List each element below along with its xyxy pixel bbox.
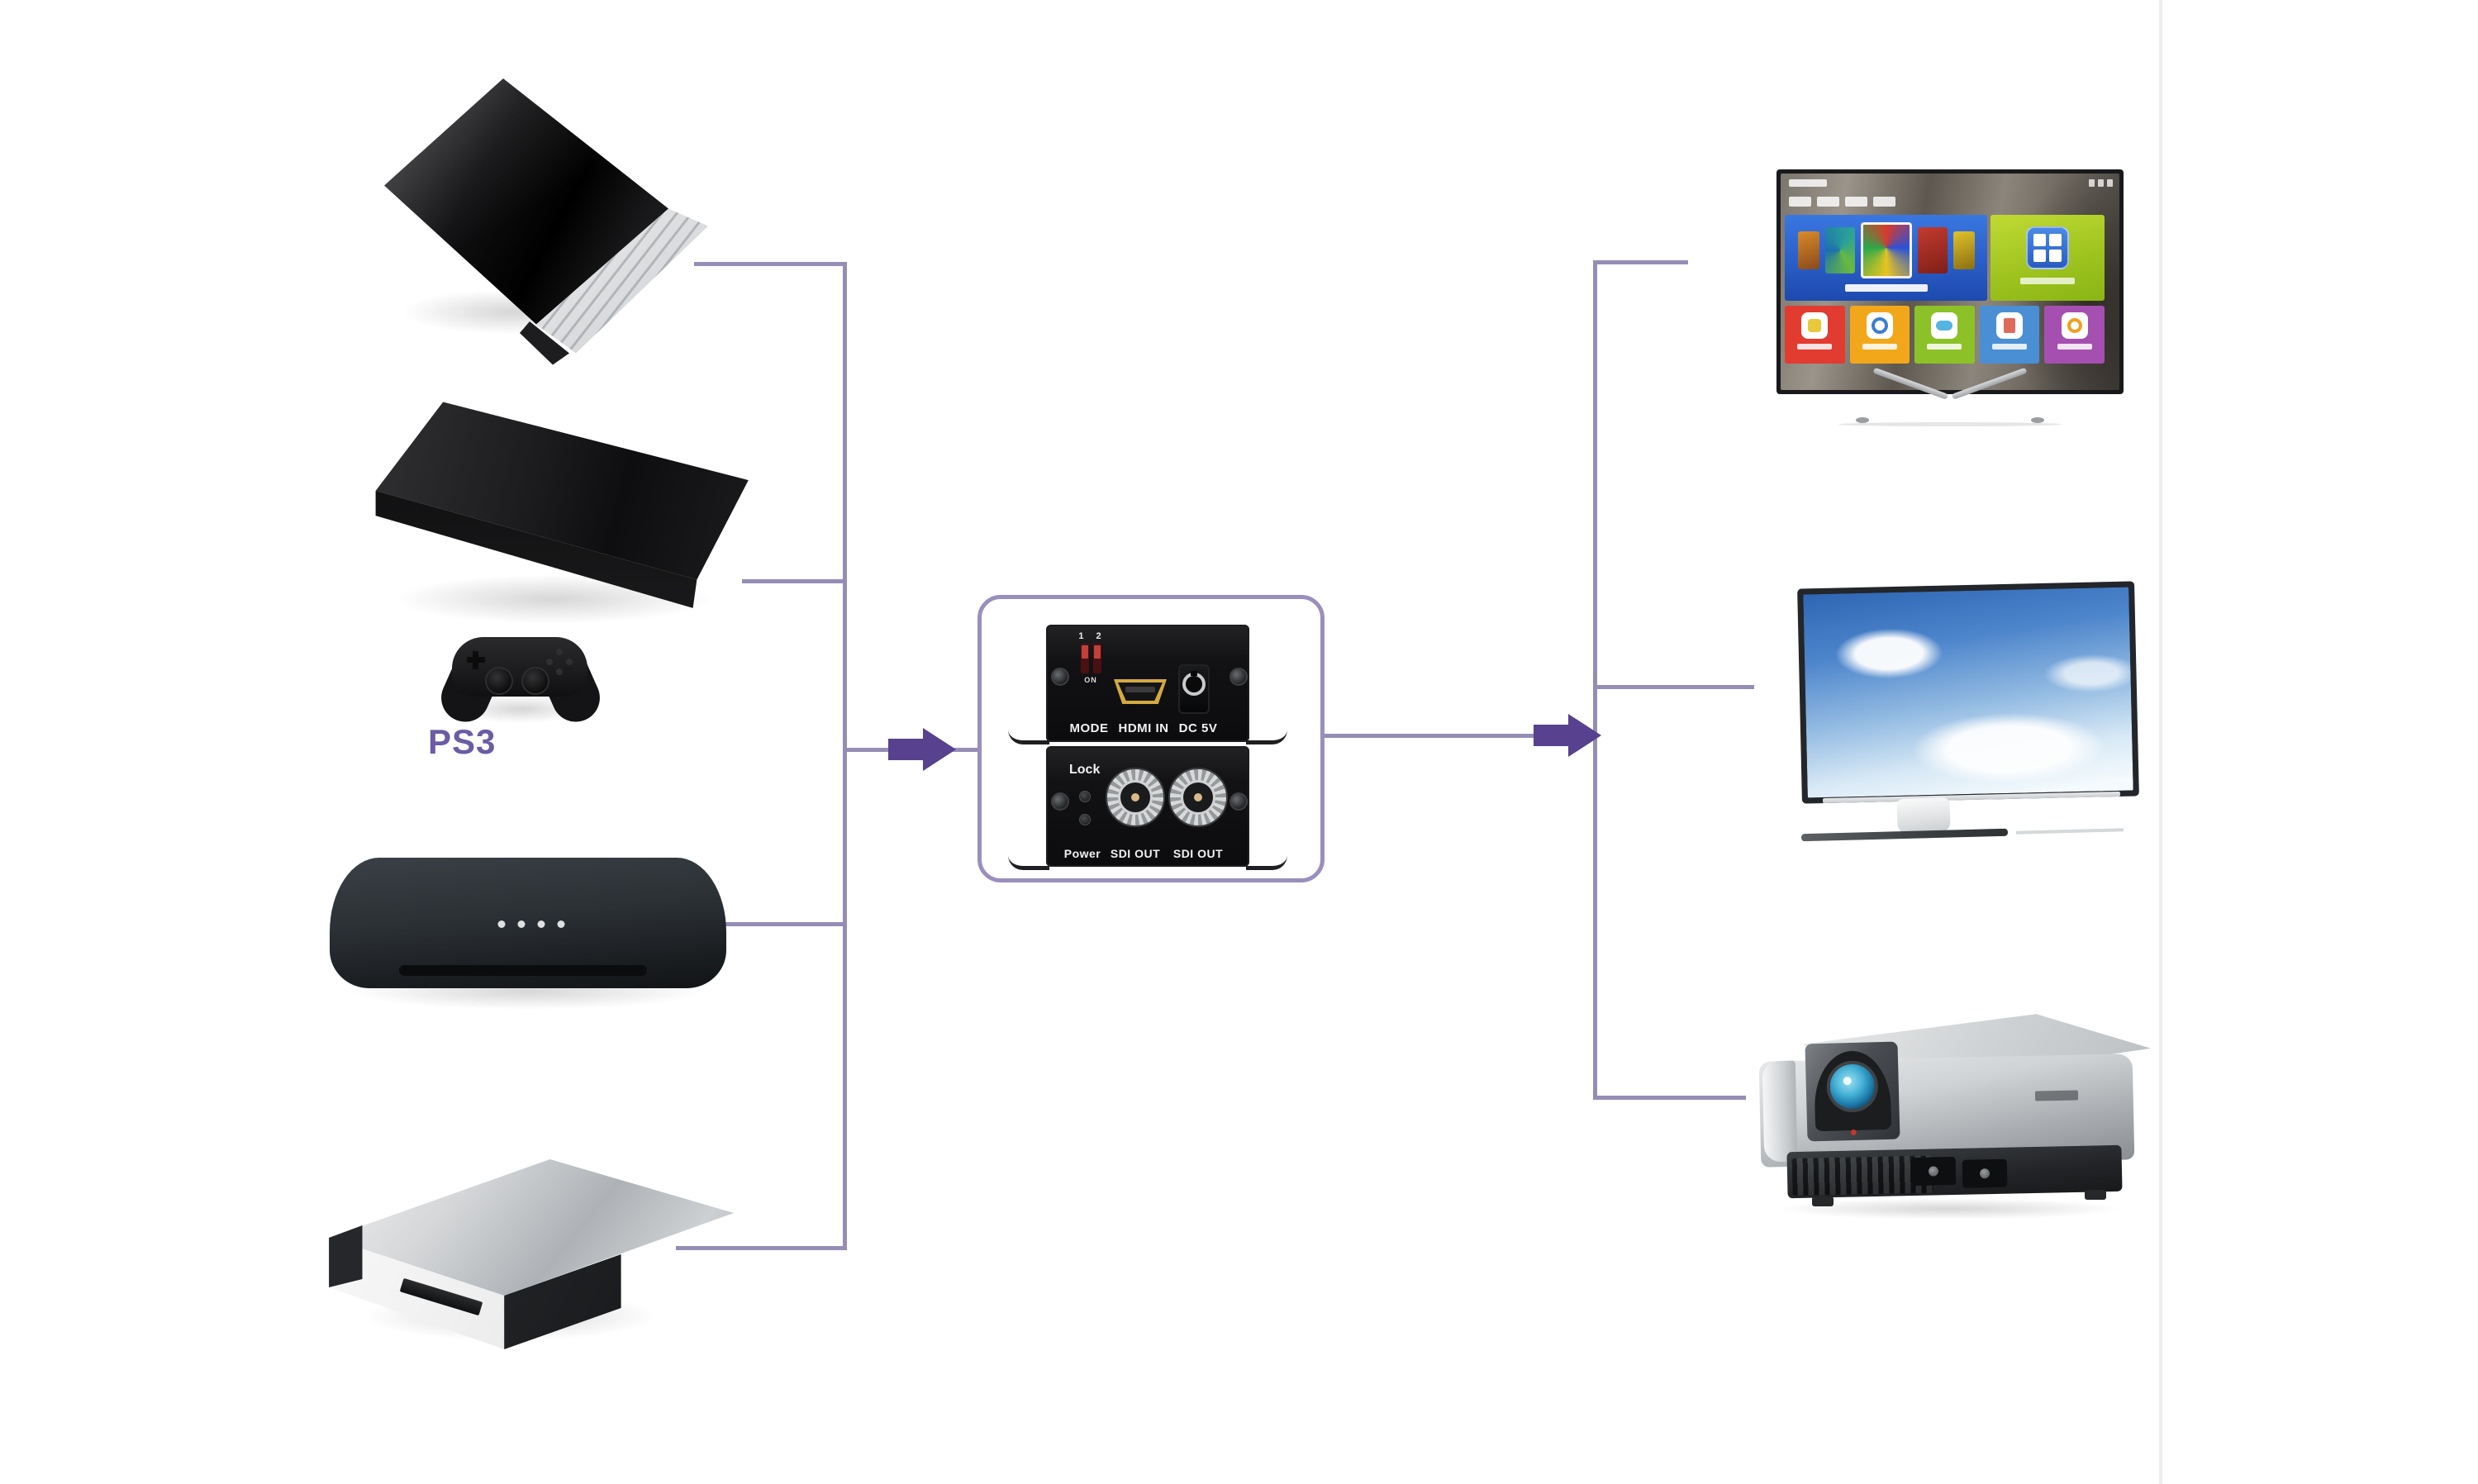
tv-featured-panel	[1785, 215, 1987, 301]
tv-apps-tile	[1990, 215, 2105, 301]
monitor-screen	[1803, 587, 2133, 798]
smart-tv-icon	[1776, 169, 2124, 427]
app-grid-icon	[2026, 226, 2069, 269]
branch-line-dvd	[676, 1246, 847, 1250]
tv-caption-bar	[1844, 284, 1928, 292]
tv-status-icons	[2089, 179, 2113, 187]
lock-label: Lock	[1069, 763, 1101, 777]
converter-top-panel: 1 2 ON MODE HDMI IN DC 5V	[1046, 625, 1249, 742]
tv-screen	[1781, 174, 2119, 390]
screw-icon	[1051, 792, 1069, 811]
page-divider-line	[2159, 0, 2162, 1484]
hdmi-in-port-icon	[1114, 679, 1167, 704]
dip-on-label: ON	[1084, 676, 1097, 684]
ps3-console-icon	[368, 384, 764, 740]
mount-bracket-icon	[1246, 727, 1287, 744]
dip-switch-2	[1092, 644, 1101, 673]
projector-lens-housing	[1805, 1041, 1900, 1142]
tv-tile-row	[1785, 306, 2105, 364]
dc-power-jack-icon	[1178, 664, 1210, 714]
tv-brand-logo	[1789, 179, 1827, 187]
monitor-stand	[1896, 797, 1951, 835]
bnc-sdi-out-2-icon	[1168, 768, 1228, 827]
tv-tile	[1849, 306, 1910, 364]
projector-base	[1786, 1144, 2123, 1199]
lock-led-icon	[1079, 791, 1091, 802]
converter-bottom-panel: Lock Power SDI OUT SDI OUT	[1046, 746, 1249, 867]
mount-bracket-icon	[1008, 853, 1049, 870]
hdmi-in-label: HDMI IN	[1118, 721, 1169, 735]
laptop-icon	[384, 78, 715, 368]
tv-app-carousel	[1785, 215, 1987, 283]
bnc-sdi-out-1-icon	[1106, 768, 1165, 827]
tv-tile	[1914, 306, 1975, 364]
tv-tile	[1979, 306, 2040, 364]
branch-line-tv	[1593, 260, 1688, 264]
sdi-out-1-label: SDI OUT	[1110, 847, 1161, 860]
mount-bracket-icon	[1008, 727, 1049, 744]
tv-tile	[1785, 306, 1845, 364]
branch-line-laptop	[694, 262, 847, 266]
source-bus-line	[843, 262, 847, 1250]
projector-brand-mark	[2034, 1090, 2079, 1101]
mode-dip-switch: 1 2 ON	[1074, 631, 1107, 684]
screw-icon	[1229, 792, 1248, 811]
tv-bezel	[1776, 169, 2124, 394]
tv-tile	[2044, 306, 2105, 364]
sdi-out-2-label: SDI OUT	[1172, 847, 1224, 860]
monitor-icon	[1797, 581, 2143, 843]
monitor-bezel	[1797, 581, 2139, 804]
mode-label: MODE	[1069, 721, 1109, 735]
power-label: Power	[1063, 847, 1101, 860]
power-led-icon	[1079, 814, 1091, 825]
dc-5v-label: DC 5V	[1178, 721, 1218, 735]
mount-bracket-icon	[1246, 853, 1287, 870]
display-bus-line	[1593, 260, 1597, 1100]
dip-numbers-label: 1 2	[1078, 631, 1106, 641]
hdmi-to-sdi-converter-icon: 1 2 ON MODE HDMI IN DC 5V Lock	[1046, 625, 1249, 867]
branch-line-settop	[704, 922, 847, 926]
branch-line-ps3	[742, 579, 847, 583]
branch-line-monitor	[1593, 685, 1754, 689]
screw-icon	[1051, 668, 1069, 686]
set-top-box-icon	[325, 849, 738, 1015]
tv-menu-tabs	[1789, 197, 1895, 207]
dvd-player-icon	[321, 1151, 738, 1358]
branch-line-projector	[1593, 1096, 1746, 1100]
projector-icon	[1742, 1010, 2151, 1225]
screw-icon	[1229, 668, 1248, 686]
dip-switch-1	[1080, 644, 1089, 673]
ps3-controller-icon	[433, 624, 608, 731]
output-line-converter	[1320, 734, 1597, 738]
ps3-label: PS3	[428, 722, 497, 761]
